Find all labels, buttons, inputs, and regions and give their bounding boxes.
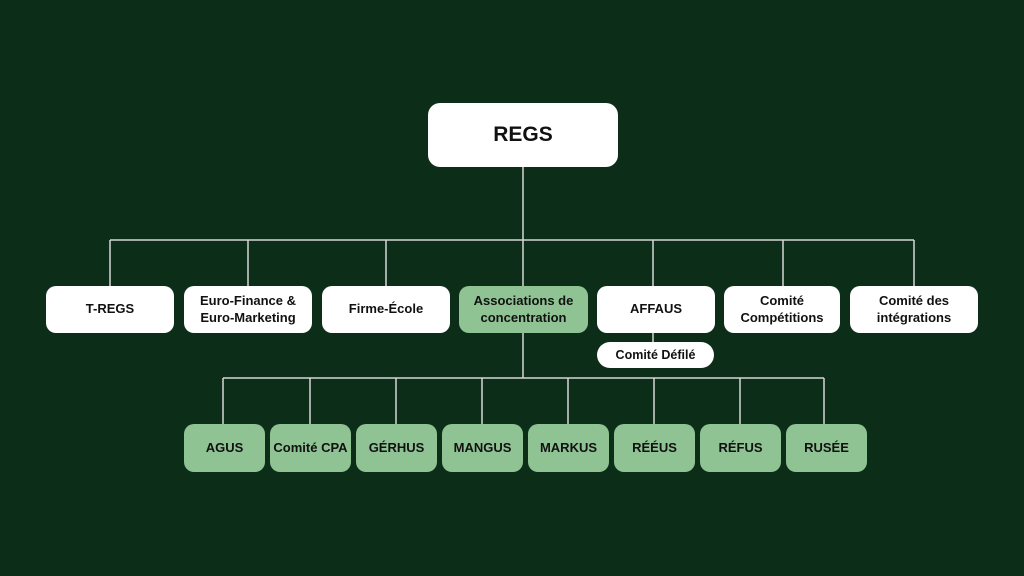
- node-reeus: RÉÉUS: [614, 424, 695, 472]
- node-competitions-label: Comité Compétitions: [740, 292, 824, 325]
- node-competitions: Comité Compétitions: [724, 286, 840, 333]
- node-gerhus: GÉRHUS: [356, 424, 437, 472]
- node-firme-ecole-label: Firme-École: [348, 301, 424, 317]
- node-euro-finance: Euro-Finance & Euro-Marketing: [184, 286, 312, 333]
- node-reeus-label: RÉÉUS: [632, 439, 677, 455]
- node-regs: REGS: [428, 103, 618, 167]
- node-markus-label: MARKUS: [539, 439, 598, 455]
- node-t-regs-label: T-REGS: [85, 301, 135, 317]
- node-gerhus-label: GÉRHUS: [368, 439, 425, 455]
- node-comite-cpa-label: Comité CPA: [273, 439, 348, 455]
- node-rusee: RUSÉE: [786, 424, 867, 472]
- node-comite-cpa: Comité CPA: [270, 424, 351, 472]
- node-affaus-label: AFFAUS: [630, 301, 682, 317]
- node-integrations: Comité des intégrations: [850, 286, 978, 333]
- node-agus: AGUS: [184, 424, 265, 472]
- node-firme-ecole: Firme-École: [322, 286, 450, 333]
- node-comite-defile-label: Comité Défilé: [615, 347, 696, 362]
- node-affaus: AFFAUS: [597, 286, 715, 333]
- node-mangus: MANGUS: [442, 424, 523, 472]
- node-mangus-label: MANGUS: [453, 439, 512, 455]
- node-t-regs: T-REGS: [46, 286, 174, 333]
- node-refus-label: RÉFUS: [718, 439, 763, 455]
- node-regs-label: REGS: [493, 123, 553, 147]
- node-comite-defile: Comité Défilé: [597, 342, 714, 368]
- node-markus: MARKUS: [528, 424, 609, 472]
- node-agus-label: AGUS: [205, 439, 244, 455]
- node-associations-label: Associations de concentration: [473, 292, 574, 325]
- node-associations: Associations de concentration: [459, 286, 588, 333]
- node-refus: RÉFUS: [700, 424, 781, 472]
- node-integrations-label: Comité des intégrations: [876, 292, 952, 325]
- node-rusee-label: RUSÉE: [804, 439, 849, 455]
- node-euro-finance-label: Euro-Finance & Euro-Marketing: [199, 292, 297, 325]
